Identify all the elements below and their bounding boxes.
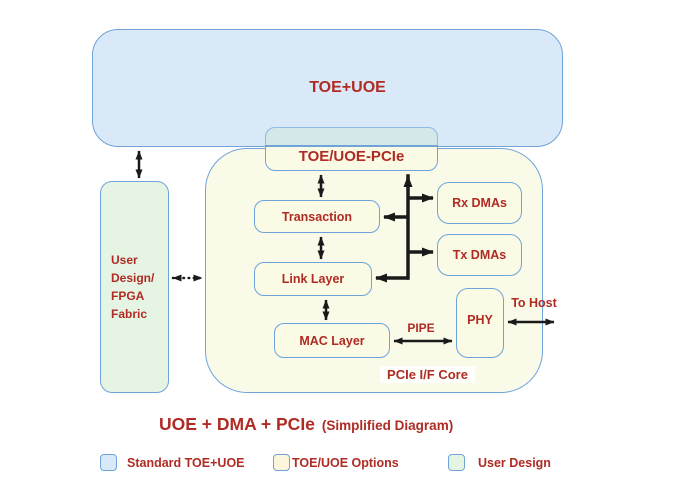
rx-dmas-label: Rx DMAs [452, 196, 507, 210]
link-layer-label: Link Layer [281, 272, 345, 286]
link-layer-block: Link Layer [254, 262, 372, 296]
tx-dmas-block: Tx DMAs [437, 234, 522, 276]
pcie-if-core-label: PCIe I/F Core [380, 366, 475, 383]
user-design-line: User [111, 253, 138, 267]
legend-item-user-design: User Design [448, 454, 551, 471]
legend-label: TOE/UOE Options [292, 455, 399, 470]
diagram-caption: UOE + DMA + PCIe (Simplified Diagram) [159, 414, 453, 435]
caption-sub: (Simplified Diagram) [321, 418, 454, 433]
tx-dmas-label: Tx DMAs [452, 248, 507, 262]
toe-uoe-pcie-block: TOE/UOE-PCIe [265, 127, 438, 171]
toe-uoe-pcie-label: TOE/UOE-PCIe [298, 148, 405, 165]
pipe-label: PIPE [407, 321, 435, 335]
transaction-label: Transaction [281, 209, 353, 224]
user-design-line: Design/ [111, 271, 155, 285]
legend-label: User Design [478, 455, 551, 470]
phy-label: PHY [467, 313, 493, 327]
legend-item-toe-uoe-options: TOE/UOE Options [273, 454, 399, 471]
toe-uoe-label: TOE+UOE [309, 79, 386, 96]
user-design-block: User Design/ FPGA Fabric [100, 181, 169, 393]
user-design-line: Fabric [111, 307, 148, 321]
phy-block: PHY [456, 288, 504, 358]
mac-layer-block: MAC Layer [274, 323, 390, 358]
legend-swatch-yellow [273, 454, 290, 471]
transaction-block: Transaction [254, 200, 380, 233]
rx-dmas-block: Rx DMAs [437, 182, 522, 224]
user-design-line: FPGA [111, 289, 145, 303]
to-host-label: To Host [511, 296, 557, 310]
legend-label: Standard TOE+UOE [127, 455, 245, 470]
legend-item-standard-toe-uoe: Standard TOE+UOE [100, 454, 245, 471]
legend-swatch-blue [100, 454, 117, 471]
caption-main: UOE + DMA + PCIe [159, 414, 315, 434]
legend-swatch-green [448, 454, 465, 471]
mac-layer-label: MAC Layer [299, 333, 365, 348]
